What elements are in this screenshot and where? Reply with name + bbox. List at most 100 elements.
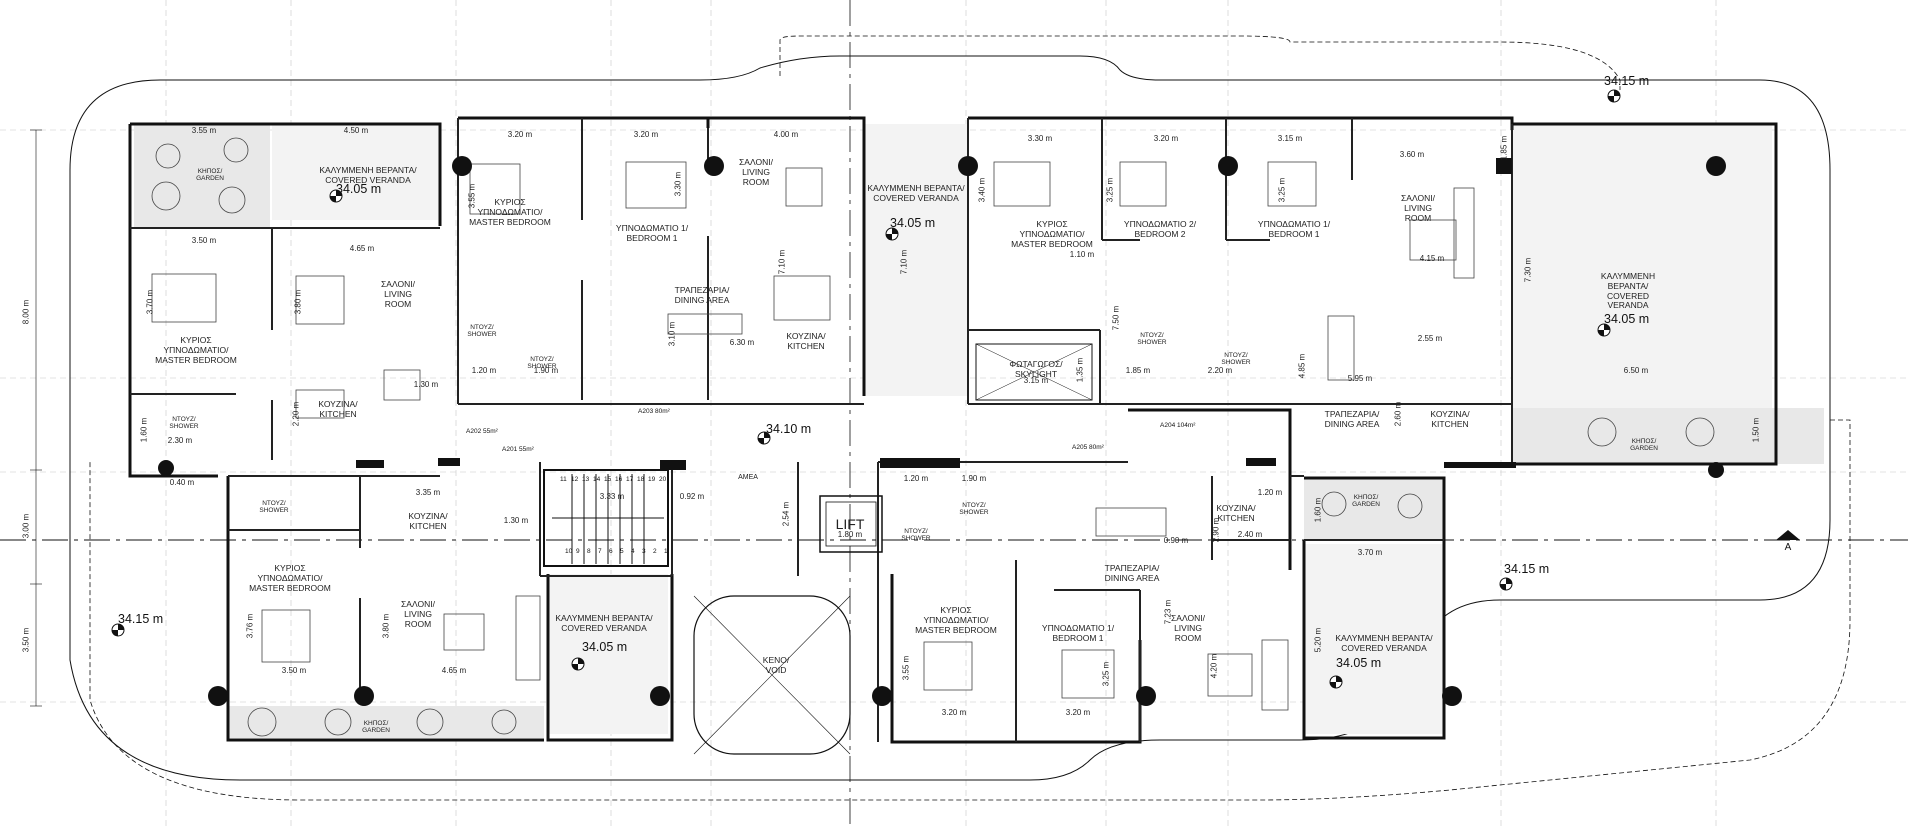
shower-label: ΝΤΟΥΖ/SHOWER bbox=[467, 324, 497, 339]
lift-label: LIFT bbox=[835, 516, 865, 532]
kitchen-label: ΚΟΥΖΙΝΑ/KITCHEN bbox=[1216, 503, 1256, 523]
dimension: 2.30 m bbox=[167, 436, 193, 445]
dimension: 4.85 m bbox=[1297, 353, 1307, 379]
section-marker-label: A bbox=[1784, 542, 1792, 553]
dimension: 3.20 m bbox=[941, 708, 967, 717]
dimension: 1.35 m bbox=[1075, 357, 1085, 383]
elevation-label: 34.15 m bbox=[1604, 74, 1650, 88]
stair-step-number: 19 bbox=[648, 476, 656, 483]
lower-floor-outline bbox=[89, 419, 1851, 801]
bedroom-label: ΥΠΝΟΔΩΜΑΤΙΟ 1/BEDROOM 1 bbox=[1257, 219, 1331, 239]
dimension: 4.00 m bbox=[773, 130, 799, 139]
dining-area-label: ΤΡΑΠΕΖΑΡΙΑ/DINING AREA bbox=[1324, 409, 1380, 429]
dimension: 3.00 m bbox=[21, 513, 31, 539]
shower-label: ΝΤΟΥΖ/SHOWER bbox=[259, 500, 289, 515]
veranda-label: ΚΑΛΥΜΜΕΝΗ ΒΕΡΑΝΤΑ/COVERED VERANDA bbox=[867, 183, 965, 203]
dimension: 7.10 m bbox=[777, 249, 787, 275]
veranda-label: ΚΑΛΥΜΜΕΝΗ ΒΕΡΑΝΤΑ/COVERED VERANDA bbox=[319, 165, 417, 185]
elevation-label: 34.05 m bbox=[582, 640, 628, 654]
site-boundary bbox=[69, 55, 1831, 781]
shower-label: ΝΤΟΥΖ/SHOWER bbox=[901, 528, 931, 543]
accessible-wc-label: AMEA bbox=[738, 474, 758, 481]
shower-label: ΝΤΟΥΖ/SHOWER bbox=[1137, 332, 1167, 347]
garden-label: ΚΗΠΟΣ/GARDEN bbox=[1352, 494, 1380, 509]
unit-tag: A203 80m² bbox=[638, 408, 670, 415]
dimension: 1.90 m bbox=[961, 474, 987, 483]
dimension: 3.33 m bbox=[599, 492, 625, 501]
dimension: 1.30 m bbox=[503, 516, 529, 525]
interior-walls bbox=[130, 118, 1513, 742]
unit-tag: A204 104m² bbox=[1160, 422, 1196, 429]
columns bbox=[158, 156, 1726, 706]
stair-step-number: 2 bbox=[653, 548, 657, 555]
stair-step-number: 14 bbox=[593, 476, 601, 483]
bedroom-label: ΥΠΝΟΔΩΜΑΤΙΟ 1/BEDROOM 1 bbox=[615, 223, 689, 243]
dimension: 6.30 m bbox=[729, 338, 755, 347]
dimension: 1.30 m bbox=[413, 380, 439, 389]
stair bbox=[543, 469, 669, 567]
dimension: 3.50 m bbox=[21, 627, 31, 653]
stair-step-number: 18 bbox=[637, 476, 645, 483]
stair-step-number: 16 bbox=[615, 476, 623, 483]
veranda-areas bbox=[272, 124, 1772, 734]
dimension: 0.90 m bbox=[1163, 536, 1189, 545]
shower-label: ΝΤΟΥΖ/SHOWER bbox=[169, 416, 199, 431]
dimension: 3.55 m bbox=[191, 126, 217, 135]
dimension: 3.70 m bbox=[145, 289, 155, 315]
bedroom-label: ΥΠΝΟΔΩΜΑΤΙΟ 1/BEDROOM 1 bbox=[1041, 623, 1115, 643]
stair-step-number: 1 bbox=[664, 548, 668, 555]
garden-areas bbox=[134, 124, 1824, 738]
dimension: 3.15 m bbox=[1277, 134, 1303, 143]
dimension: 3.25 m bbox=[1101, 661, 1111, 687]
dimension: 5.95 m bbox=[1347, 374, 1373, 383]
unit-tag: A201 55m² bbox=[502, 446, 534, 453]
dimension: 2.20 m bbox=[291, 401, 301, 427]
dimension: 3.55 m bbox=[901, 655, 911, 681]
dimension: 3.70 m bbox=[1357, 548, 1383, 557]
dimension: 1.20 m bbox=[903, 474, 929, 483]
dimension: 3.30 m bbox=[673, 171, 683, 197]
section-marker-icon bbox=[1776, 530, 1800, 540]
dimension: 3.30 m bbox=[1027, 134, 1053, 143]
dining-area-label: ΤΡΑΠΕΖΑΡΙΑ/DINING AREA bbox=[674, 285, 730, 305]
dimension: 1.60 m bbox=[1313, 497, 1323, 523]
dimension: 4.50 m bbox=[343, 126, 369, 135]
garden-label: ΚΗΠΟΣ/GARDEN bbox=[1630, 438, 1658, 453]
bedroom-label: ΥΠΝΟΔΩΜΑΤΙΟ 2/BEDROOM 2 bbox=[1123, 219, 1197, 239]
elevation-label: 34.05 m bbox=[1604, 312, 1650, 326]
dimension: 7.50 m bbox=[1111, 305, 1121, 331]
unit-tag: A205 80m² bbox=[1072, 444, 1104, 451]
stair-step-number: 13 bbox=[582, 476, 590, 483]
shower-label: ΝΤΟΥΖ/SHOWER bbox=[1221, 352, 1251, 367]
dimension: 3.10 m bbox=[667, 321, 677, 347]
dimension: 0.40 m bbox=[169, 478, 195, 487]
elevation-label: 34.15 m bbox=[118, 612, 164, 626]
dimension: 2.20 m bbox=[1207, 366, 1233, 375]
stair-step-number: 3 bbox=[642, 548, 646, 555]
void-area bbox=[693, 595, 851, 755]
wall-blocks bbox=[356, 458, 1516, 470]
veranda-label: ΚΑΛΥΜΜΕΝΗ ΒΕΡΑΝΤΑ/COVERED VERANDA bbox=[555, 613, 653, 633]
kitchen-label: ΚΟΥΖΙΝΑ/KITCHEN bbox=[408, 511, 448, 531]
dimension: 6.50 m bbox=[1623, 366, 1649, 375]
dimension: 3.50 m bbox=[191, 236, 217, 245]
dimension: 3.15 m bbox=[1023, 376, 1049, 385]
dimension: 4.65 m bbox=[441, 666, 467, 675]
dimension: 3.20 m bbox=[507, 130, 533, 139]
unit-tag: A202 55m² bbox=[466, 428, 498, 435]
garden-label: ΚΗΠΟΣ/GARDEN bbox=[362, 720, 390, 735]
dimension: 2.60 m bbox=[1393, 401, 1403, 427]
dimension: 3.76 m bbox=[245, 613, 255, 639]
dimension: 0.92 m bbox=[679, 492, 705, 501]
dimension: 4.15 m bbox=[1419, 254, 1445, 263]
dimension: 4.65 m bbox=[349, 244, 375, 253]
lift-shaft bbox=[819, 495, 883, 553]
